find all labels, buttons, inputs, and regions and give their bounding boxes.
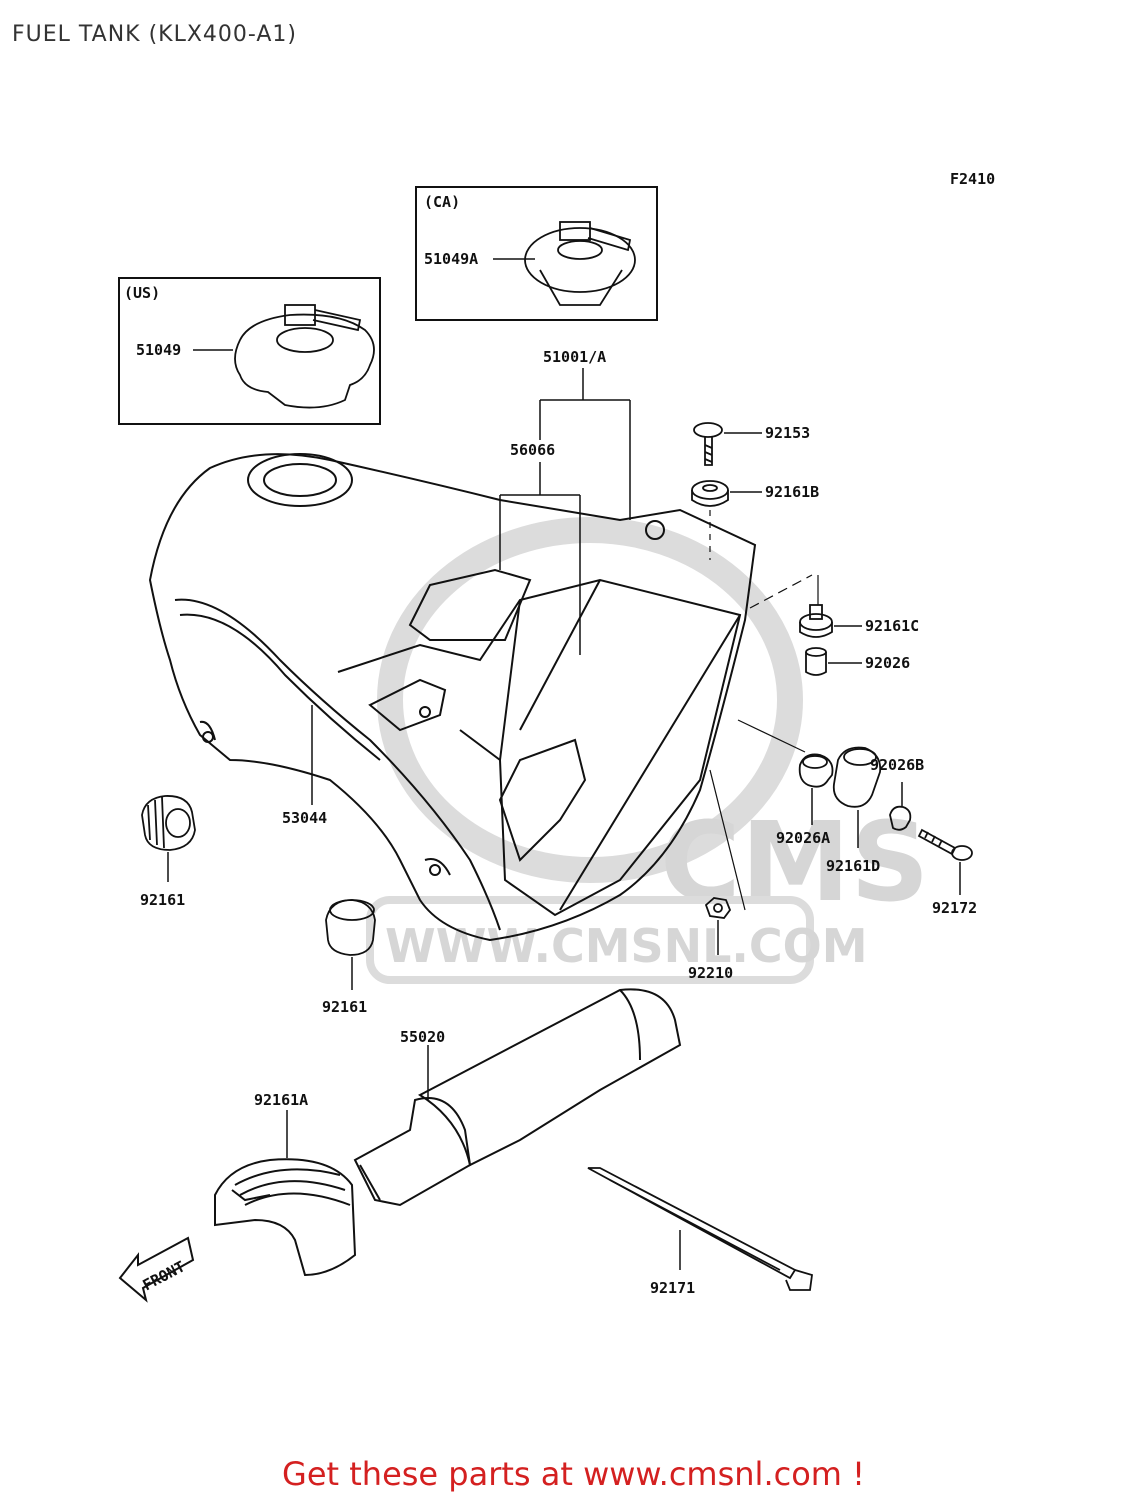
grommet-92161B-icon (691, 480, 729, 507)
damper-92161-left-icon (141, 795, 196, 851)
collar-92026-icon (805, 647, 827, 676)
ca-inset: (CA) 51049A (415, 186, 658, 321)
part-label-92161A: 92161A (254, 1091, 308, 1109)
part-label-92026: 92026 (865, 654, 910, 672)
front-arrow-icon: FRONT (118, 1236, 195, 1303)
us-inset: (US) 51049 (118, 277, 381, 425)
part-label-92210: 92210 (688, 964, 733, 982)
part-label-92153: 92153 (765, 424, 810, 442)
part-label-56066: 56066 (510, 441, 555, 459)
page-title: FUEL TANK (KLX400-A1) (12, 22, 297, 47)
figure-code: F2410 (950, 170, 995, 188)
watermark-url: WWW.CMSNL.COM (385, 919, 868, 973)
callout-56066: 56066 (499, 441, 581, 655)
fuel-cap-ca-icon (524, 221, 636, 306)
part-label-51049A: 51049A (424, 250, 478, 268)
ca-region-tag: (CA) (424, 193, 460, 211)
fuel-tank-icon (148, 453, 757, 942)
collar-92026B-icon (889, 805, 912, 831)
part-label-51049: 51049 (136, 341, 181, 359)
collar-92026A-icon (798, 753, 834, 788)
us-region-tag: (US) (124, 284, 160, 302)
part-label-92026B: 92026B (870, 756, 924, 774)
watermark: CMS WWW.CMSNL.COM (366, 517, 929, 984)
part-label-92161-mid: 92161 (322, 998, 367, 1016)
part-label-92161B: 92161B (765, 483, 819, 501)
footer-cta-link[interactable]: Get these parts at www.cmsnl.com ! (282, 1455, 865, 1493)
bolt-92172-icon (917, 828, 973, 861)
damper-92161A-icon (214, 1158, 357, 1277)
watermark-brand: CMS (660, 798, 929, 926)
damper-92161-mid-icon (325, 899, 376, 956)
grommet-92161C-icon (799, 604, 833, 638)
part-label-55020: 55020 (400, 1028, 445, 1046)
part-label-92172: 92172 (932, 899, 977, 917)
front-label: FRONT (140, 1257, 188, 1294)
part-label-92161D: 92161D (826, 857, 880, 875)
cover-55020-icon (353, 988, 682, 1207)
watermark-frame (366, 896, 814, 984)
part-label-92026A: 92026A (776, 829, 830, 847)
nut-92210-icon (704, 897, 732, 919)
strap-92171-icon (587, 1167, 813, 1291)
part-label-51001A: 51001/A (543, 348, 606, 366)
part-label-92161C: 92161C (865, 617, 919, 635)
bolt-92153-icon (693, 422, 723, 466)
part-label-92171: 92171 (650, 1279, 695, 1297)
callout-51001A: 51001/A (539, 348, 631, 520)
part-label-92161-left: 92161 (140, 891, 185, 909)
grommet-92161D-icon (832, 746, 882, 808)
fuel-cap-us-icon (234, 304, 375, 409)
part-label-53044: 53044 (282, 809, 327, 827)
